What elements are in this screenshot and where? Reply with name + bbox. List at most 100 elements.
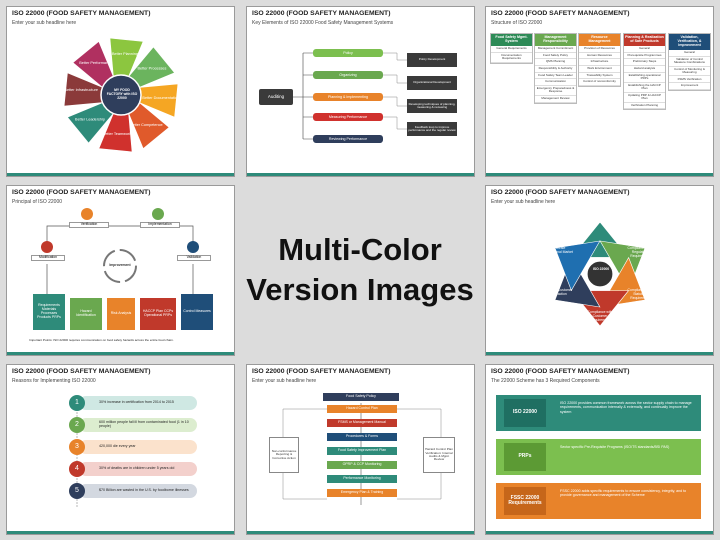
component-text: ISO 22000 provides common framework acro… — [560, 401, 692, 414]
column-item: Management Commitment — [535, 46, 576, 53]
reason-text: 30% of deaths are in children under 5 ye… — [99, 466, 175, 471]
column-item: General — [624, 46, 665, 53]
column-item: Human Resources — [579, 53, 620, 60]
column-item: Work Environment — [579, 66, 620, 73]
slide-subtitle: The 22000 Scheme has 3 Required Componen… — [491, 378, 600, 384]
column-item: Updating PRP & HACCP Plan — [624, 93, 665, 103]
column-item: Establishing operational PRPs — [624, 73, 665, 83]
slide-flow[interactable]: ISO 22000 (FOOD SAFETY MANAGEMENT) Enter… — [246, 364, 475, 535]
column-item: General Requirements — [491, 46, 532, 53]
slide-triangle-hexagon[interactable]: ISO 22000 (FOOD SAFETY MANAGEMENT) Enter… — [485, 185, 714, 356]
column-header: Planning & Realization of Safe Products — [624, 34, 665, 46]
branch-policy: Policy — [313, 49, 383, 57]
branch-organizing: Organizing — [313, 71, 383, 79]
node-verification-icon — [81, 208, 93, 220]
slide-reasons[interactable]: ISO 22000 (FOOD SAFETY MANAGEMENT) Reaso… — [6, 364, 235, 535]
flow-step: FSMS or Management Manual — [327, 419, 397, 427]
petal-label: Better Planning — [112, 52, 138, 56]
slide-structure[interactable]: ISO 22000 (FOOD SAFETY MANAGEMENT) Struc… — [485, 6, 714, 177]
hub-circle — [586, 260, 614, 288]
column-item: Establishing the HACCP Plan — [624, 83, 665, 93]
component-label: PRPs — [504, 443, 546, 471]
slide-subtitle: Enter your sub headline here — [491, 199, 556, 205]
triangle-label: Penetrate International Market — [543, 246, 573, 254]
center-title-line2: Version Images — [246, 272, 474, 307]
reason-row: 420,000 die every year — [79, 440, 197, 454]
slide-petal-diagram[interactable]: ISO 22000 (FOOD SAFETY MANAGEMENT) Enter… — [6, 6, 235, 177]
reason-number: 2 — [69, 417, 85, 433]
petal-label: Better Processes — [138, 67, 167, 71]
column-item: Hazard analysis — [624, 66, 665, 73]
footnote: Important Points: ISO 22000 requires com… — [29, 338, 174, 342]
slide-subtitle: Key Elements of ISO 22000 Food Safety Ma… — [252, 20, 394, 26]
slide-footer-bar — [486, 173, 713, 176]
slide-footer-bar — [486, 531, 713, 534]
column-header: Food Safety Mgmt. System — [491, 34, 532, 46]
note-3: Developing techniques of planning, measu… — [407, 99, 457, 113]
slide-title: ISO 22000 (FOOD SAFETY MANAGEMENT) — [12, 368, 151, 375]
root-node: Auditing — [259, 89, 293, 105]
slide-key-elements[interactable]: ISO 22000 (FOOD SAFETY MANAGEMENT) Key E… — [246, 6, 475, 177]
triangle-label: Compliance with Regulatory Requirement — [627, 246, 653, 258]
slide-title: ISO 22000 (FOOD SAFETY MANAGEMENT) — [12, 189, 151, 196]
petal-label: Better Infrastructure — [64, 88, 98, 92]
column-item: Improvement — [669, 83, 710, 90]
petal-label: Better Performance — [79, 61, 112, 65]
slide-footer-bar — [486, 352, 713, 355]
node-verification: Verification — [69, 222, 109, 228]
node-validation-icon — [187, 241, 199, 253]
column-item: Control of Monitoring & Measuring — [669, 67, 710, 77]
block-hazard-identification: Hazard Identification — [70, 298, 102, 330]
column-item: Food Safety Team Leader — [535, 73, 576, 80]
slide-footer-bar — [7, 173, 234, 176]
node-implementation-icon — [152, 208, 164, 220]
node-modification: Modification — [31, 255, 65, 261]
flow-step: OPRP & CCP Monitoring — [327, 461, 397, 469]
flow-step: Hazard Control Plan — [327, 405, 397, 413]
column-item: Control of nonconformity — [579, 79, 620, 86]
node-implementation: Implementation — [140, 222, 180, 228]
hub-circle — [100, 74, 142, 116]
column-item: Food Safety Policy — [535, 53, 576, 60]
slide-footer-bar — [7, 352, 234, 355]
triangle-label: Hazardous Foods — [586, 220, 614, 224]
column-item: Infrastructure — [579, 59, 620, 66]
block-requirements: Requirements Materials Processes Product… — [33, 294, 65, 330]
component-label: FSSC 22000 Requirements — [504, 487, 546, 515]
note-2: Organizational Development — [407, 76, 457, 90]
petal-label: Better Leadership — [75, 117, 105, 121]
slide-subtitle: Reasons for Implementing ISO 22000 — [12, 378, 96, 384]
hub-label: ISO 22000 — [592, 267, 610, 271]
reason-number: 5 — [69, 483, 85, 499]
cycle-center-label: Improvement — [109, 263, 131, 267]
reason-text: $70 Billion are wasted in the U.S. by fo… — [99, 488, 189, 493]
column-item: QMS Planning — [535, 59, 576, 66]
node-modification-icon — [41, 241, 53, 253]
block-risk-analysis: Risk Analysis — [107, 298, 135, 330]
slide-principle[interactable]: ISO 22000 (FOOD SAFETY MANAGEMENT) Princ… — [6, 185, 235, 356]
triangle-diagram — [554, 221, 646, 327]
petal-label: Better Documentation — [142, 96, 179, 100]
note-1: Policy Development — [407, 53, 457, 67]
reason-text: 420,000 die every year — [99, 444, 136, 449]
triangle — [554, 240, 601, 292]
column-item: Communication — [535, 79, 576, 86]
flow-step: Food Safety Improvement Plan — [327, 447, 397, 455]
column-item: Preliminary Steps — [624, 59, 665, 66]
slide-title: ISO 22000 (FOOD SAFETY MANAGEMENT) — [252, 10, 391, 17]
slide-subtitle: Enter your sub headline here — [12, 20, 77, 26]
slide-components[interactable]: ISO 22000 (FOOD SAFETY MANAGEMENT) The 2… — [485, 364, 714, 535]
petal-label: Better Teamwork — [103, 132, 132, 136]
triangle-label: Enhance Customer Satisfaction — [543, 288, 573, 296]
column-item: Prerequisite Programmes — [624, 53, 665, 60]
block-haccp-plan: HACCP Plan CCPs Operational PRPs — [140, 298, 176, 330]
flow-step: Emergency Plan & Training — [327, 489, 397, 497]
column-header: Validation, Verification, & Improvement — [669, 34, 710, 50]
column-header: Management Responsibility — [535, 34, 576, 46]
flow-left: Non-conformance Reporting & Corrective A… — [269, 437, 299, 473]
slide-subtitle: Enter your sub headline here — [252, 378, 317, 384]
